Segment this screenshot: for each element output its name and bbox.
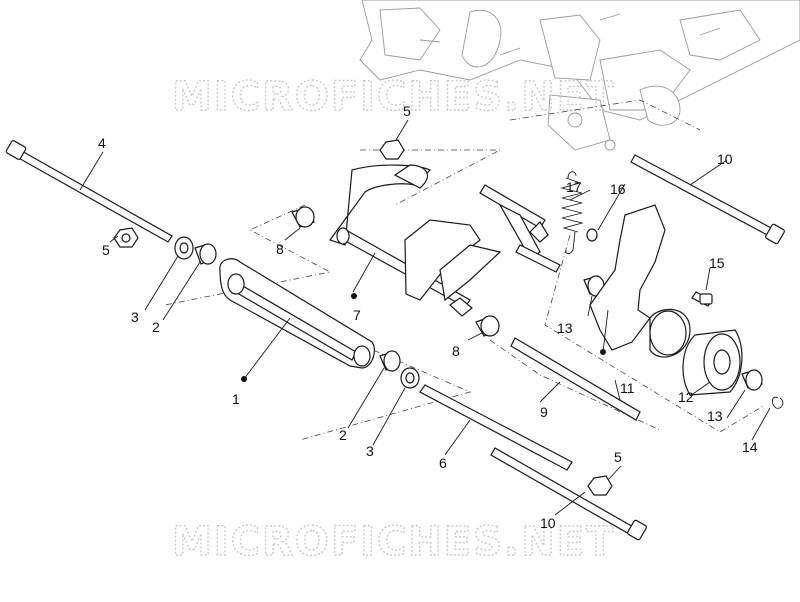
bushing-part-13-lower [741,369,763,391]
watermark-bottom: MICROFICHES.NET [172,519,615,565]
engine-bracket [589,204,691,358]
rod-part-6 [419,384,573,471]
callout-8-lower: 8 [452,343,460,359]
engine-background-sketch [359,0,800,151]
bushing-part-8-lower [475,315,500,337]
long-bolt-part-4 [5,140,173,243]
callout-11: 11 [620,380,635,396]
bolt-part-10-bottom [490,447,647,541]
bushing-part-8-upper [291,206,315,228]
reference-dots [241,293,606,382]
leader-lines [79,119,771,516]
bolt-part-10-top [630,154,785,245]
callout-1: 1 [232,391,240,407]
callout-5-left: 5 [102,242,110,258]
callout-3-right: 3 [366,443,374,459]
callout-16: 16 [610,181,626,197]
callout-3-left: 3 [131,309,139,325]
callout-10-top: 10 [717,151,733,167]
nut-part-5-b [379,139,405,160]
callout-5-bottom: 5 [614,449,622,465]
callout-13-upper: 13 [557,320,573,336]
silent-block-part-12 [682,329,743,396]
spacer-part-2-right [379,350,401,372]
circlip-part-14 [771,396,784,409]
callout-2-right: 2 [339,427,347,443]
rod-part-9 [510,337,641,421]
callout-7: 7 [353,307,361,323]
small-bolt-part-15 [691,291,713,307]
swing-arm-link-part-7 [329,164,561,317]
callout-12: 12 [678,389,694,405]
callout-10-bottom: 10 [540,515,556,531]
washer-part-3-left [174,236,194,260]
spring-part-17 [560,171,584,255]
callout-9: 9 [540,404,548,420]
callout-15: 15 [709,255,725,271]
washer-part-3-right [400,367,420,389]
small-bush-part-16 [586,228,598,242]
callout-2-left: 2 [152,319,160,335]
nut-part-5-c [587,475,613,496]
watermark-top: MICROFICHES.NET [172,74,615,120]
pivot-tube-part-1 [219,258,375,369]
callout-5-top: 5 [403,103,411,119]
callout-14: 14 [742,439,758,455]
callout-labels: 1 2 2 3 3 4 5 5 5 6 7 8 8 9 10 10 11 12 … [98,103,758,531]
callout-8-upper: 8 [276,241,284,257]
callout-4: 4 [98,135,106,151]
callout-17: 17 [566,179,582,195]
callout-13-lower: 13 [707,408,723,424]
spacer-part-2-left [194,243,217,265]
callout-6: 6 [439,455,447,471]
nut-part-5-a [113,227,139,248]
